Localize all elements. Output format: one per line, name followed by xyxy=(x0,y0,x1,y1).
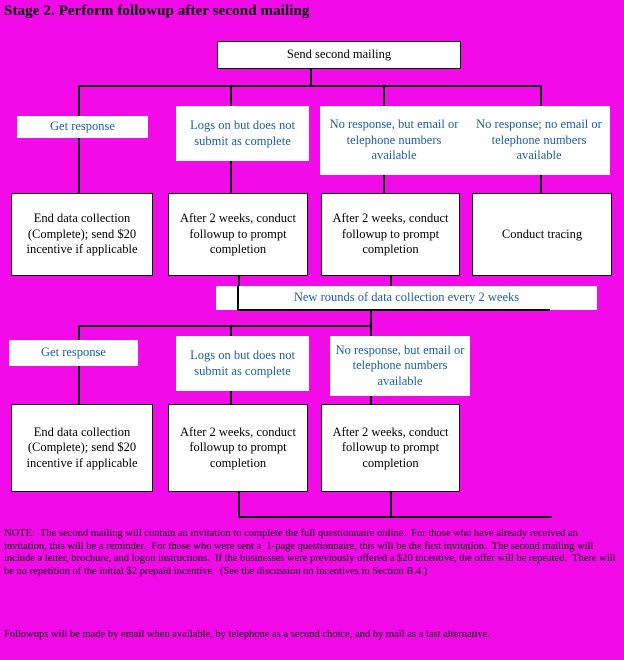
action-end-data-collection-1: End data collection (Complete); send $20… xyxy=(11,193,153,276)
action-label: After 2 weeks, conduct followup to promp… xyxy=(180,424,296,470)
action-end-data-collection-2: End data collection (Complete); send $20… xyxy=(11,404,153,492)
node-send-second-mailing: Send second mailing xyxy=(217,41,461,69)
condition-label: Get response xyxy=(50,119,115,134)
action-followup-2weeks-1b: After 2 weeks, conduct followup to promp… xyxy=(321,193,460,276)
condition-logs-on-no-submit-1: Logs on but does not submit as complete xyxy=(176,106,309,161)
action-conduct-tracing: Conduct tracing xyxy=(472,193,612,276)
action-label: End data collection (Complete); send $20… xyxy=(26,211,138,257)
condition-label: No response, but email or telephone numb… xyxy=(335,342,465,388)
condition-label: Logs on but does not submit as complete xyxy=(190,348,295,378)
condition-get-response-1: Get response xyxy=(17,116,148,138)
note-paragraph-1: NOTE: The second mailing will contain an… xyxy=(4,528,619,577)
condition-label: No response; no email or telephone numbe… xyxy=(476,117,602,163)
action-label: After 2 weeks, conduct followup to promp… xyxy=(332,211,449,257)
action-followup-2weeks-1a: After 2 weeks, conduct followup to promp… xyxy=(168,193,308,276)
condition-logs-on-no-submit-2: Logs on but does not submit as complete xyxy=(176,336,309,391)
note-paragraph-2: Followups will be made by email when ava… xyxy=(4,629,491,640)
connector-root-stem xyxy=(310,69,312,86)
action-label: Conduct tracing xyxy=(501,226,583,241)
connector-branch-5 xyxy=(78,325,80,425)
connector-stage1-bus xyxy=(78,85,542,87)
condition-label: Get response xyxy=(41,345,106,360)
connector-feedback-bus xyxy=(238,516,552,518)
action-followup-2weeks-2a: After 2 weeks, conduct followup to promp… xyxy=(168,404,308,492)
condition-no-response-no-contact-1: No response; no email or telephone numbe… xyxy=(468,106,610,175)
loop-banner: New rounds of data collection every 2 we… xyxy=(216,286,597,310)
connector-stage2-bus xyxy=(78,325,372,327)
condition-label: No response, but email or telephone numb… xyxy=(329,117,459,163)
condition-get-response-2: Get response xyxy=(9,340,138,366)
node-label: Send second mailing xyxy=(286,47,392,62)
loop-label: New rounds of data collection every 2 we… xyxy=(293,290,520,305)
condition-no-response-contactable-2: No response, but email or telephone numb… xyxy=(330,336,470,396)
connector-branch-1 xyxy=(78,85,80,195)
connector-feedback-b xyxy=(390,492,392,517)
action-followup-2weeks-2b: After 2 weeks, conduct followup to promp… xyxy=(321,404,460,492)
page-title: Stage 2. Perform followup after second m… xyxy=(4,3,310,19)
loop-rule-left xyxy=(237,286,239,311)
loop-rule-bottom xyxy=(237,309,550,311)
connector-loop-stem xyxy=(370,309,372,326)
condition-label: Logs on but does not submit as complete xyxy=(190,118,295,148)
connector-feedback-a xyxy=(238,492,240,517)
connector-to-loop-a xyxy=(238,276,240,288)
condition-no-response-contactable-1: No response, but email or telephone numb… xyxy=(320,106,468,175)
action-label: After 2 weeks, conduct followup to promp… xyxy=(332,424,449,470)
action-label: After 2 weeks, conduct followup to promp… xyxy=(180,211,296,257)
action-label: End data collection (Complete); send $20… xyxy=(26,424,138,470)
connector-to-loop-b xyxy=(390,276,392,288)
